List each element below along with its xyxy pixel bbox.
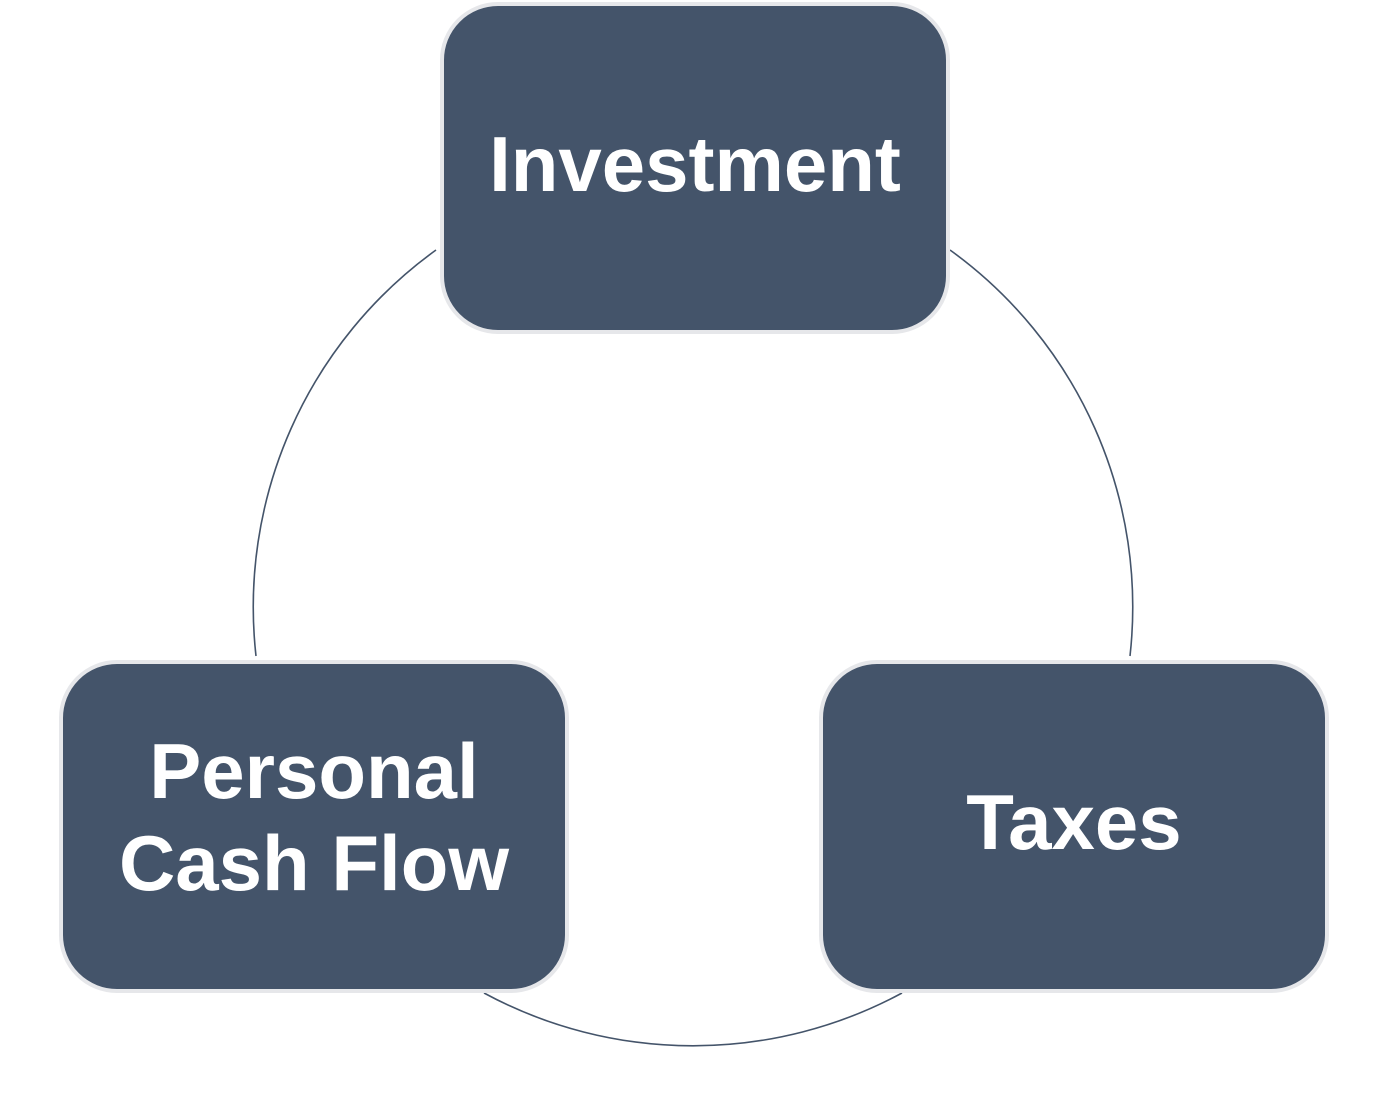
node-investment: Investment xyxy=(440,2,950,334)
arc-taxes-to-cash-flow xyxy=(483,992,903,1047)
node-label-taxes: Taxes xyxy=(966,777,1182,866)
arc-cash-flow-to-investment xyxy=(252,249,437,657)
node-label-investment: Investment xyxy=(489,120,901,208)
arc-investment-to-taxes xyxy=(949,249,1134,657)
node-personal-cash-flow: Personal Cash Flow xyxy=(59,660,569,993)
node-label-personal-cash-flow: Personal Cash Flow xyxy=(118,726,510,907)
node-taxes: Taxes xyxy=(819,660,1329,993)
